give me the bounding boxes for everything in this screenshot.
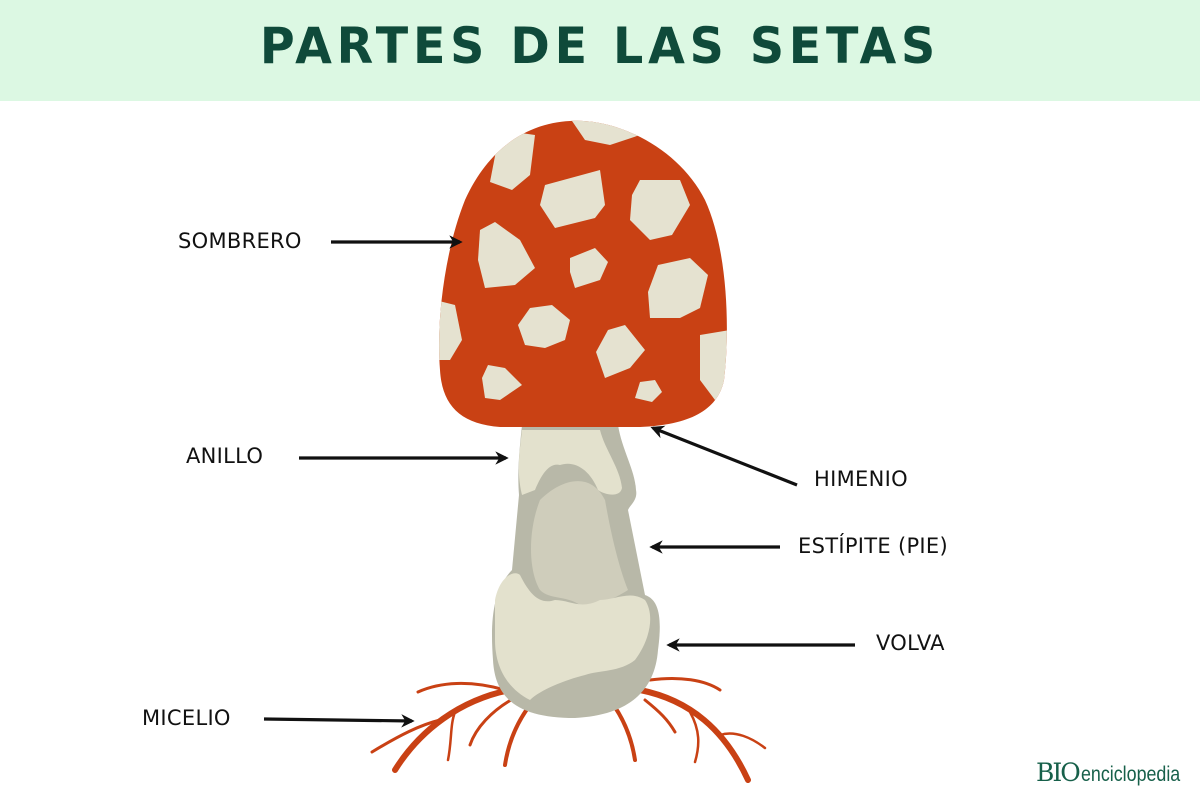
stipe bbox=[491, 425, 660, 718]
pointer-arrows bbox=[263, 235, 855, 728]
label-anillo: ANILLO bbox=[186, 444, 264, 468]
cap bbox=[439, 120, 727, 427]
logo-text: enciclopedia bbox=[1080, 763, 1181, 786]
title-banner: PARTES DE LAS SETAS bbox=[0, 0, 1200, 101]
page-title: PARTES DE LAS SETAS bbox=[259, 16, 941, 75]
label-volva: VOLVA bbox=[876, 631, 945, 655]
logo-bio: BIO bbox=[1036, 758, 1081, 787]
label-estipite: ESTÍPITE (PIE) bbox=[798, 534, 948, 558]
label-himenio: HIMENIO bbox=[814, 467, 908, 491]
bioenciclopedia-logo: BIO enciclopedia bbox=[1036, 758, 1198, 787]
arrow-micelio bbox=[263, 714, 415, 728]
label-micelio: MICELIO bbox=[142, 706, 231, 730]
arrow-himenio bbox=[650, 425, 798, 487]
label-sombrero: SOMBRERO bbox=[178, 229, 302, 253]
